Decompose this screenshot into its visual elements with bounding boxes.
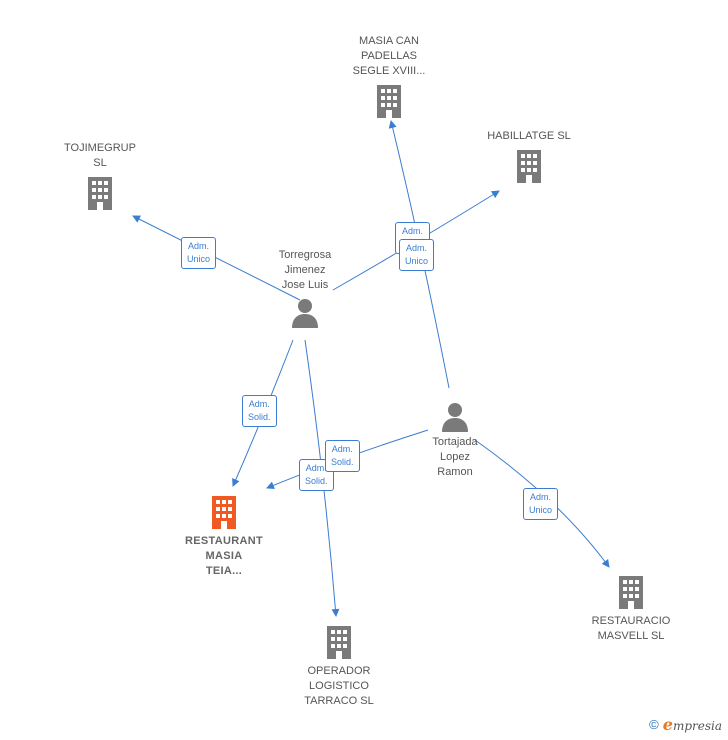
node-operador-logistico[interactable]: OPERADOR LOGISTICO TARRACO SL: [280, 624, 398, 709]
person-icon: [292, 299, 318, 328]
edge-tag-tortajada-restaurant: Adm. Solid.: [325, 440, 360, 472]
node-tortajada[interactable]: Tortajada Lopez Ramon: [405, 401, 505, 480]
node-masia-can-padellas[interactable]: MASIA CAN PADELLAS SEGLE XVIII...: [330, 34, 448, 119]
edge-tag-torregrosa-operador: Adm. Solid.: [299, 459, 334, 491]
node-label: Torregrosa Jimenez Jose Luis: [278, 249, 332, 291]
edge-tag-torregrosa-restaurant: Adm. Solid.: [242, 395, 277, 427]
node-restauracio-masvell[interactable]: RESTAURACIO MASVELL SL: [572, 574, 690, 644]
node-label: HABILLATGE SL: [487, 130, 571, 142]
node-label: Tortajada Lopez Ramon: [432, 436, 478, 478]
node-label: TOJIMEGRUP SL: [64, 142, 136, 169]
building-icon: [327, 626, 351, 659]
brand-logo: empresia: [662, 715, 722, 734]
building-icon: [619, 576, 643, 609]
edge-tag-tojimegrup: Adm. Unico: [181, 237, 217, 269]
edge-torregrosa-tojimegrup: [132, 215, 301, 301]
building-icon: [88, 177, 112, 210]
building-icon: [517, 150, 541, 183]
brand-footer: © empresia: [649, 715, 722, 734]
building-icon: [377, 85, 401, 118]
node-label: RESTAURANT MASIA TEIA...: [185, 535, 263, 577]
copyright-icon: ©: [649, 717, 659, 732]
node-label: OPERADOR LOGISTICO TARRACO SL: [304, 665, 374, 707]
node-label: MASIA CAN PADELLAS SEGLE XVIII...: [352, 35, 426, 77]
building-icon: [212, 496, 236, 529]
node-torregrosa[interactable]: Torregrosa Jimenez Jose Luis: [255, 248, 355, 329]
node-tojimegrup[interactable]: TOJIMEGRUP SL: [50, 141, 150, 211]
node-restaurant-masia-teia[interactable]: RESTAURANT MASIA TEIA...: [164, 494, 284, 579]
node-habillatge[interactable]: HABILLATGE SL: [470, 129, 588, 184]
person-icon: [442, 403, 468, 432]
node-label: RESTAURACIO MASVELL SL: [591, 615, 671, 642]
edge-tag-masia: Adm. Unico: [399, 239, 435, 271]
edge-tag-restauracio: Adm. Unico: [523, 488, 559, 520]
